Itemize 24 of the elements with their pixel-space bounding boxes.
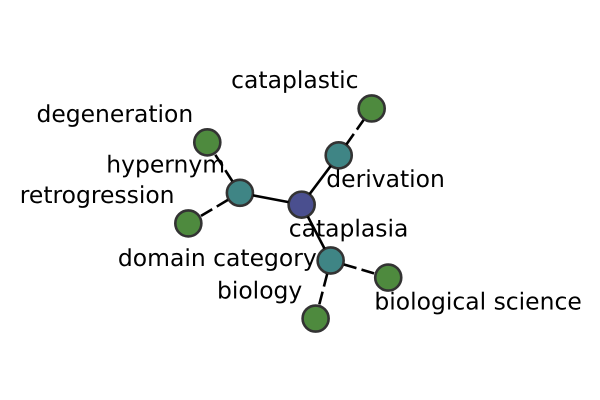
node-circle xyxy=(324,140,354,170)
node-circle xyxy=(287,190,316,218)
node-label: biological science xyxy=(374,286,582,315)
node-circle xyxy=(374,262,403,292)
connector xyxy=(308,164,332,194)
node-label: retrogression xyxy=(20,180,175,209)
node-circle xyxy=(192,128,222,156)
node-circle xyxy=(174,208,203,238)
node-label: derivation xyxy=(326,164,445,193)
connector xyxy=(200,198,229,217)
node-circle xyxy=(301,304,330,332)
node-label: degeneration xyxy=(36,100,194,128)
connector xyxy=(318,273,328,305)
node-label: biology xyxy=(216,276,302,304)
connector xyxy=(344,262,376,275)
node-circle xyxy=(226,178,254,207)
node-circle xyxy=(316,246,345,274)
connector xyxy=(345,118,365,145)
node-label: domain category xyxy=(118,244,317,272)
connector xyxy=(213,152,234,182)
node-label: cataplastic xyxy=(231,66,359,94)
node-circle xyxy=(357,94,386,122)
node-label: hypernym xyxy=(106,150,226,178)
connector xyxy=(252,194,289,203)
